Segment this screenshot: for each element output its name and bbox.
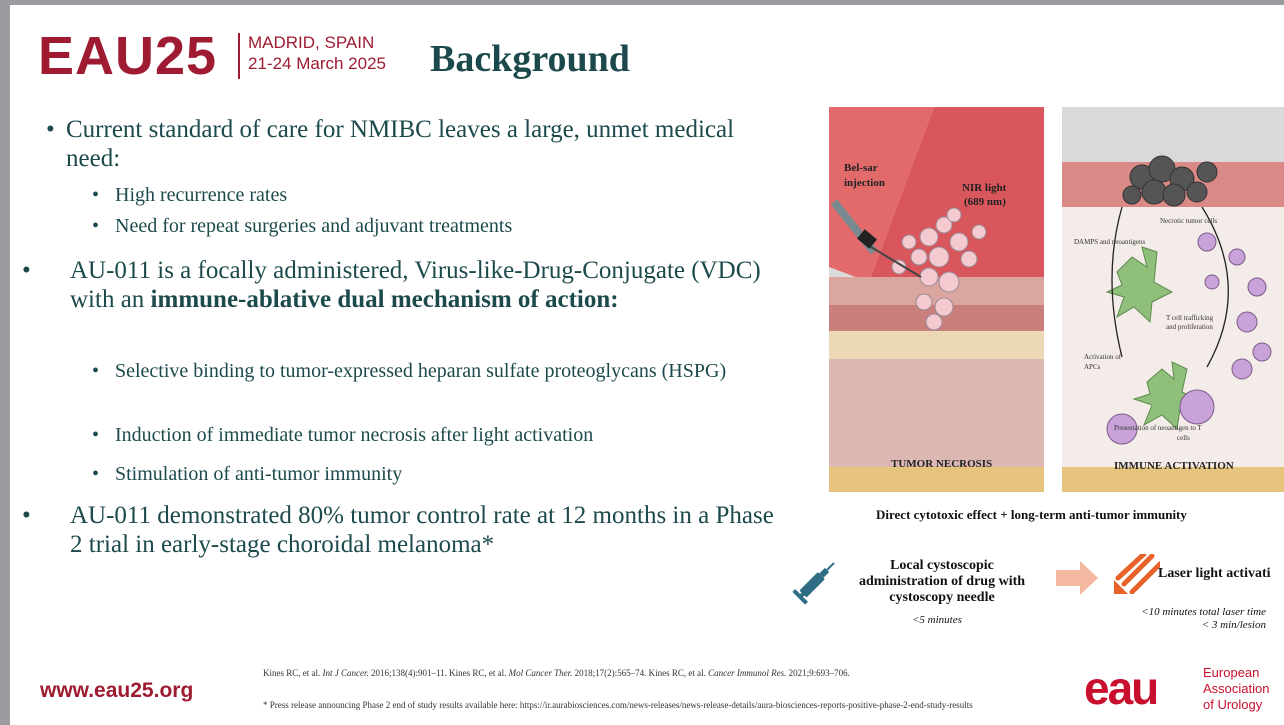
activation-label-1: Activation of <box>1084 353 1122 361</box>
sub-dot: • <box>92 424 100 446</box>
tumor-necrosis-label: TUMOR NECROSIS <box>891 458 993 470</box>
step-2-note-1: <10 minutes total laser time <box>1141 606 1266 618</box>
presentation-label-2: cells <box>1177 434 1190 442</box>
sub-dot: • <box>92 463 100 485</box>
immune-activation-panel: Necrotic tumor cells DAMPS and neoantige… <box>1062 107 1284 492</box>
tcell-label-1: T cell trafficking <box>1166 314 1214 322</box>
step-1-line-2: administration of drug with <box>858 574 1026 589</box>
light-label-2: (689 nm) <box>964 196 1006 208</box>
step-1-line-1: Local cystoscopic <box>890 558 994 573</box>
bullet-3: • AU-011 demonstrated 80% tumor control … <box>18 501 788 559</box>
eau-org-logo: eau <box>1084 662 1159 714</box>
injection-label-1: Bel-sar <box>844 162 878 174</box>
tumor-necrosis-illustration <box>829 107 1044 492</box>
light-label-1: NIR light <box>962 182 1007 194</box>
arrow-right-icon <box>1056 561 1098 600</box>
sub-text: Need for repeat surgeries and adjuvant t… <box>115 215 513 237</box>
ref-journal: Int J Cancer. <box>322 668 369 678</box>
damps-label: DAMPS and neoantigens <box>1074 238 1146 246</box>
references: Kines RC, et al. Int J Cancer. 2016;138(… <box>263 667 1083 679</box>
slide-title: Background <box>430 38 630 80</box>
presentation-label-1: Presentation of neoantigen to T <box>1114 424 1202 432</box>
step-2-note: <10 minutes total laser time < 3 min/les… <box>1116 606 1266 632</box>
sub-dot: • <box>92 215 100 237</box>
org-line-3: of Urology <box>1203 697 1263 712</box>
tcell-label-2: and proliferation <box>1166 323 1213 331</box>
sub-text: Stimulation of anti-tumor immunity <box>115 463 403 485</box>
bullet-2-sub-3: • Stimulation of anti-tumor immunity <box>92 462 782 487</box>
bullet-1-text: Current standard of care for NMIBC leave… <box>66 116 735 172</box>
figure-caption: Direct cytotoxic effect + long-term anti… <box>876 507 1187 522</box>
website-url: www.eau25.org <box>40 679 194 702</box>
step-2-text: Laser light activati <box>1158 566 1271 581</box>
bullet-2-text: AU-011 is a focally administered, Virus-… <box>18 256 778 314</box>
congress-location: MADRID, SPAIN 21-24 March 2025 <box>248 32 386 74</box>
step-2-note-2: < 3 min/lesion <box>1201 619 1266 631</box>
ref-part: 2016;138(4):901–11. Kines RC, et al. <box>368 668 509 678</box>
bullet-1: • Current standard of care for NMIBC lea… <box>46 115 766 173</box>
org-line-1: European <box>1203 665 1260 680</box>
bullet-3-dot: • <box>22 502 31 529</box>
congress-city: MADRID, SPAIN <box>248 33 375 52</box>
sub-text: Selective binding to tumor-expressed hep… <box>115 360 727 382</box>
sub-dot: • <box>92 184 100 206</box>
bullet-3-text: AU-011 demonstrated 80% tumor control ra… <box>70 502 774 558</box>
bullet-2-bold: immune-ablative dual mechanism of action… <box>150 286 619 313</box>
press-release-note: * Press release announcing Phase 2 end o… <box>263 700 973 710</box>
eau25-logo: EAU25 <box>38 26 218 86</box>
bullet-2-sub-2: • Induction of immediate tumor necrosis … <box>92 423 782 448</box>
step-1-line-3: cystoscopy needle <box>889 590 995 605</box>
step-1-note: <5 minutes <box>912 614 962 626</box>
slide: EAU25 MADRID, SPAIN 21-24 March 2025 Bac… <box>10 5 1284 725</box>
injection-label-2: injection <box>844 177 885 189</box>
sub-text: Induction of immediate tumor necrosis af… <box>115 424 594 446</box>
sub-dot: • <box>92 360 100 382</box>
immune-activation-label: IMMUNE ACTIVATION <box>1114 460 1234 472</box>
ref-part: Kines RC, et al. <box>263 668 323 678</box>
tumor-necrosis-panel: Bel-sar injection NIR light (689 nm) TUM… <box>829 107 1044 492</box>
immune-activation-illustration <box>1062 107 1284 492</box>
bullet-1-dot: • <box>46 116 55 143</box>
step-1-text: Local cystoscopic administration of drug… <box>842 558 1042 606</box>
bullet-2-sub-1: • Selective binding to tumor-expressed h… <box>92 359 782 384</box>
ref-journal: Cancer Immunol Res. <box>708 668 787 678</box>
logo-separator <box>238 33 240 79</box>
laser-light-icon <box>1114 551 1163 599</box>
sub-text: High recurrence rates <box>115 184 288 206</box>
ref-part: 2018;17(2):565–74. Kines RC, et al. <box>572 668 709 678</box>
eau-org-name: European Association of Urology <box>1203 665 1269 713</box>
congress-dates: 21-24 March 2025 <box>248 54 386 73</box>
bullet-2-plain: AU-011 is a focally administered, Virus-… <box>70 257 761 313</box>
syringe-icon <box>790 557 840 612</box>
bullet-2-dot: • <box>22 257 31 284</box>
bullet-1-sub-1: • High recurrence rates <box>92 183 772 208</box>
ref-part: 2021;9:693–706. <box>786 668 850 678</box>
ref-journal: Mol Cancer Ther. <box>508 668 573 678</box>
bullet-2: • AU-011 is a focally administered, Viru… <box>18 256 778 314</box>
bullet-1-sub-2: • Need for repeat surgeries and adjuvant… <box>92 214 772 239</box>
necrotic-cells-label: Necrotic tumor cells <box>1160 217 1218 225</box>
activation-label-2: APCs <box>1084 363 1101 371</box>
org-line-2: Association <box>1203 681 1270 696</box>
